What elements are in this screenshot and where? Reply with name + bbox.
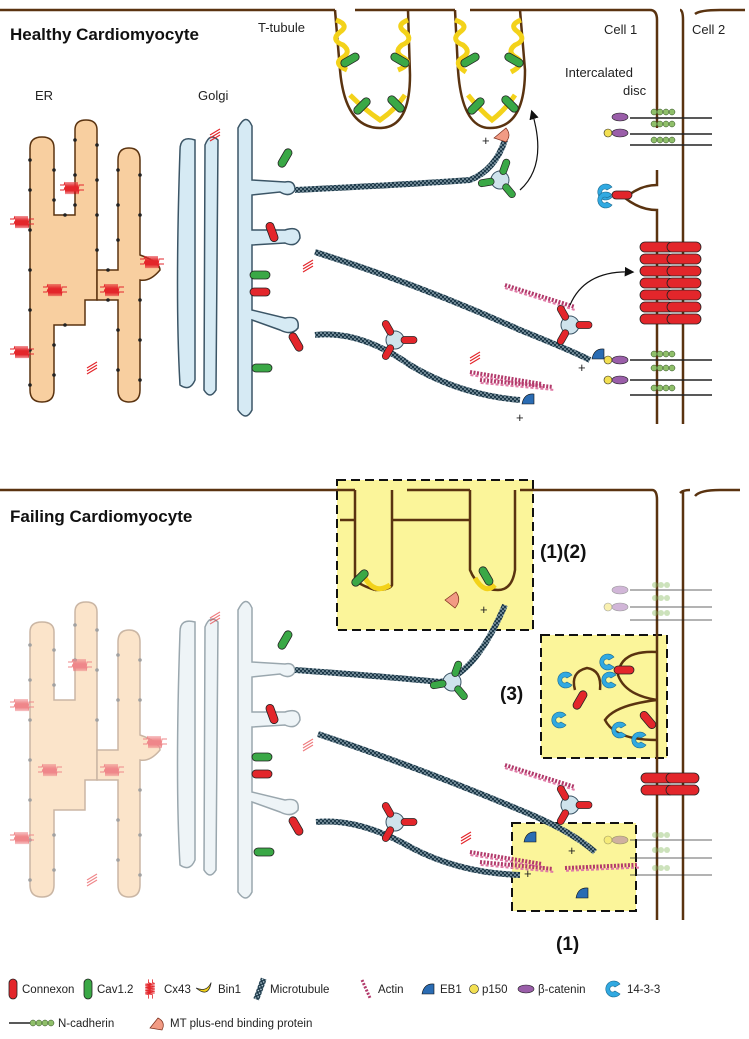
plus-healthy-3: +: [516, 410, 524, 425]
plus-failing-1: +: [480, 602, 488, 617]
arrow-to-disc: [569, 266, 635, 306]
plus-failing-2: +: [568, 843, 576, 858]
mt-plus-protein-healthy: [493, 127, 510, 143]
healthy-membrane: [0, 8, 745, 424]
label-box-1-2: (1)(2): [540, 542, 586, 563]
box-1-2: [336, 479, 534, 631]
plus-healthy-2: +: [578, 360, 586, 375]
healthy-title: Healthy Cardiomyocyte: [10, 25, 199, 44]
failing-bin1: [362, 576, 497, 592]
n-cadherin-lower: [603, 350, 712, 396]
cell1-label: Cell 1: [604, 22, 637, 37]
golgi-label: Golgi: [198, 88, 228, 103]
failing-pockets: [551, 650, 658, 749]
pocket-1433-healthy: [597, 183, 633, 209]
eb1-healthy-1: [591, 348, 605, 360]
t-tubule-label: T-tubule: [258, 20, 305, 35]
legend-eb1: EB1: [440, 984, 462, 996]
legend-ncadherin-icon: [9, 1019, 55, 1027]
n-cadherin-upper: [603, 108, 712, 146]
t-tubule-left: [333, 9, 412, 130]
legend-actin: Actin: [378, 984, 404, 996]
legend-cx43: Cx43: [164, 984, 191, 996]
label-box-1: (1): [556, 934, 579, 955]
gap-junctions: [639, 241, 702, 325]
t-tubule-right: [453, 9, 527, 130]
arrow-to-ttubule: [519, 109, 539, 191]
failing-n-cadherin: [603, 582, 712, 876]
disc-label: disc: [623, 83, 647, 98]
vesicle-cnx-failing-1: [380, 800, 418, 844]
plus-healthy-1: +: [482, 133, 490, 148]
legend-eb1-icon: [421, 983, 435, 995]
legend-p150-icon: [469, 984, 479, 994]
failing-t-tubule-right: [468, 490, 517, 592]
legend-mtplus-icon: [149, 1017, 164, 1031]
cav-on-ttubule: [338, 51, 526, 117]
legend-cx43-icon: [144, 979, 156, 999]
failing-title: Failing Cardiomyocyte: [10, 507, 192, 526]
failing-gap-junction: [640, 772, 700, 796]
er-network: [9, 119, 165, 403]
golgi-apparatus: [176, 118, 301, 417]
legend-catenin-icon: [517, 984, 535, 994]
intercalated-label: Intercalated: [565, 65, 633, 80]
microtubules-healthy: [294, 138, 592, 403]
failing-mtplus: [444, 591, 460, 609]
legend-connexon: Connexon: [22, 984, 74, 996]
legend-beta-catenin: β-catenin: [538, 984, 586, 996]
legend-mt-plus: MT plus-end binding protein: [170, 1018, 312, 1030]
healthy-panel: Healthy Cardiomyocyte T-tubule Cell 1: [0, 8, 745, 425]
legend-cav-swatch: [83, 978, 93, 1000]
legend-1433-icon: [605, 980, 621, 998]
legend-actin-icon: [360, 979, 372, 999]
failing-er: [9, 601, 168, 898]
eb1-healthy-2: [521, 393, 535, 405]
legend-bin1: Bin1: [218, 984, 241, 996]
cell2-label: Cell 2: [692, 22, 725, 37]
er-label: ER: [35, 88, 53, 103]
legend-ncadherin: N-cadherin: [58, 1018, 114, 1030]
legend-mt-swatch: [253, 977, 267, 1001]
legend: Connexon Cav1.2 Cx43 Bin1 Microtubule Ac…: [8, 977, 660, 1031]
vesicle-cav-healthy: [477, 157, 518, 200]
legend-connexon-swatch: [8, 978, 18, 1000]
plus-failing-3: +: [524, 866, 532, 881]
legend-14-3-3: 14-3-3: [627, 984, 660, 996]
legend-bin1-icon: [195, 982, 214, 995]
legend-microtubule: Microtubule: [270, 984, 329, 996]
failing-golgi: [176, 600, 301, 899]
legend-p150: p150: [482, 984, 508, 996]
label-box-3: (3): [500, 684, 523, 705]
legend-cav12: Cav1.2: [97, 984, 133, 996]
failing-membrane: [0, 488, 740, 920]
intercalated-disc-healthy: [597, 108, 712, 396]
failing-panel: Failing Cardiomyocyte +: [0, 479, 740, 955]
